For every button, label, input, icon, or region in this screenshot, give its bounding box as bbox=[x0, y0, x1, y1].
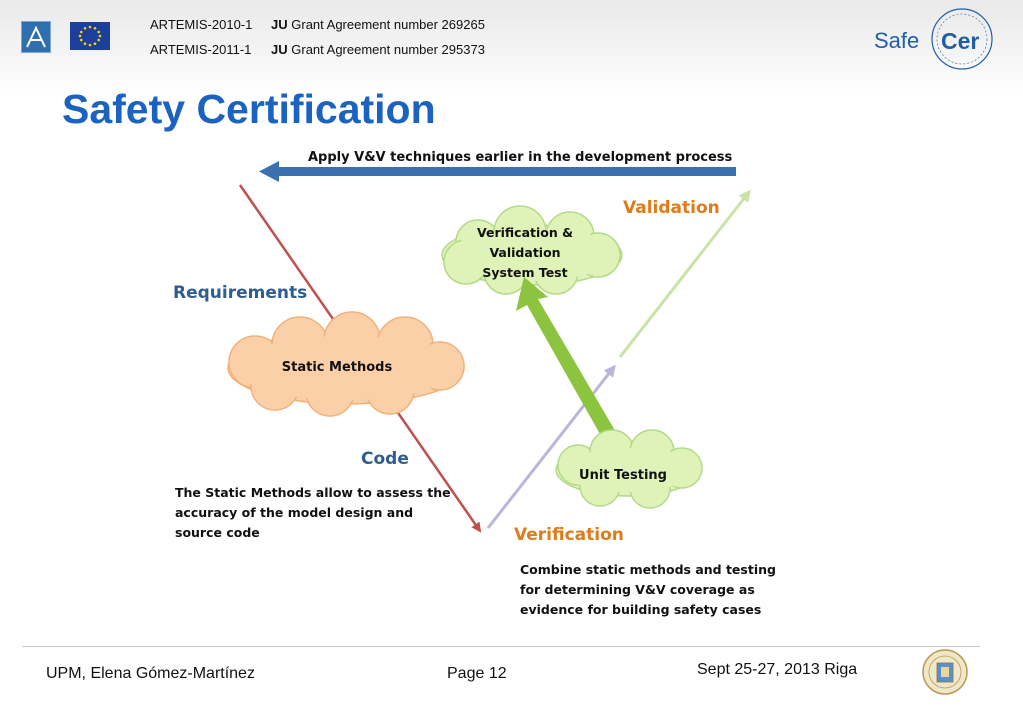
footer-author: UPM, Elena Gómez-Martínez bbox=[46, 665, 255, 682]
program-code-1: ARTEMIS-2010-1 bbox=[150, 17, 253, 32]
ju-label-2: JU bbox=[271, 42, 288, 57]
logo-cer-text: Cer bbox=[941, 28, 979, 54]
static-note-line-1: The Static Methods allow to assess the bbox=[175, 485, 451, 500]
footer-divider bbox=[22, 646, 980, 647]
static-methods-label: Static Methods bbox=[282, 360, 393, 375]
page-title: Safety Certification bbox=[62, 86, 436, 132]
grant-text-1: Grant Agreement number 269265 bbox=[291, 17, 485, 32]
ju-label-1: JU bbox=[271, 17, 288, 32]
vv-cloud-line-1: Verification & bbox=[477, 225, 573, 240]
vv-system-test-cloud bbox=[441, 205, 623, 295]
combine-note-line-2: for determining V&V coverage as bbox=[520, 582, 755, 597]
verification-label: Verification bbox=[514, 525, 624, 545]
artemis-logo bbox=[21, 21, 51, 53]
safecer-logo: Safe Cer bbox=[872, 8, 997, 73]
eu-flag-logo bbox=[70, 22, 110, 50]
static-methods-cloud bbox=[227, 311, 465, 417]
upm-seal-logo bbox=[922, 648, 968, 696]
right-ascending-arrow-upper bbox=[618, 189, 751, 358]
program-code-2: ARTEMIS-2011-1 bbox=[150, 42, 252, 57]
combine-note-line-1: Combine static methods and testing bbox=[520, 562, 776, 577]
grant-line-1: JU Grant Agreement number 269265 bbox=[271, 17, 485, 32]
earlier-arrow-label: Apply V&V techniques earlier in the deve… bbox=[308, 150, 733, 165]
unit-to-system-arrow bbox=[516, 277, 627, 457]
header-band bbox=[0, 0, 1023, 95]
requirements-label: Requirements bbox=[173, 283, 307, 303]
combine-note-line-3: evidence for building safety cases bbox=[520, 602, 761, 617]
unit-testing-cloud bbox=[555, 429, 703, 509]
vv-cloud-line-3: System Test bbox=[482, 265, 567, 280]
grant-line-2: JU Grant Agreement number 295373 bbox=[271, 42, 485, 57]
earlier-arrow bbox=[259, 161, 736, 182]
footer-date: Sept 25-27, 2013 Riga bbox=[697, 661, 858, 678]
code-label: Code bbox=[361, 449, 409, 469]
static-note-line-3: source code bbox=[175, 525, 260, 540]
footer-page-number: Page 12 bbox=[447, 665, 507, 682]
vv-cloud-line-2: Validation bbox=[489, 245, 560, 260]
logo-safe-text: Safe bbox=[874, 28, 919, 53]
validation-label: Validation bbox=[623, 198, 720, 218]
unit-testing-label: Unit Testing bbox=[579, 468, 667, 483]
static-note-line-2: accuracy of the model design and bbox=[175, 505, 413, 520]
grant-text-2: Grant Agreement number 295373 bbox=[291, 42, 485, 57]
